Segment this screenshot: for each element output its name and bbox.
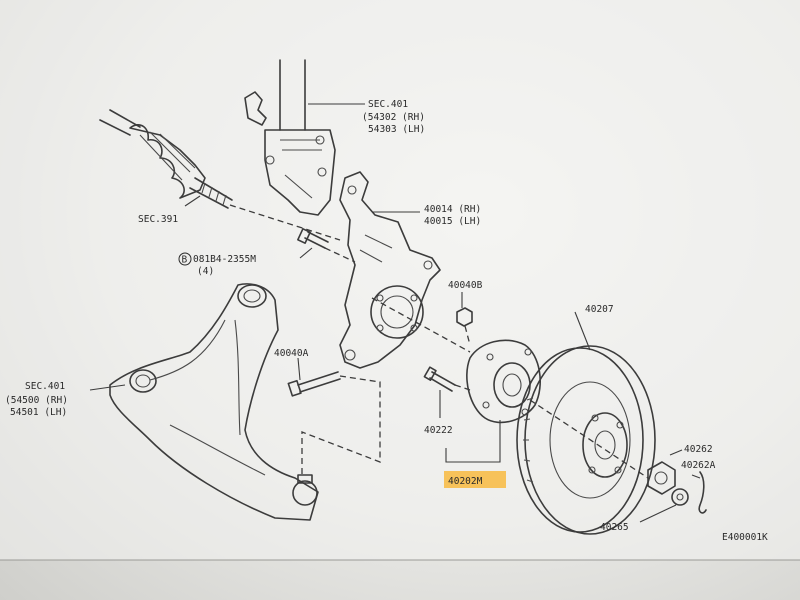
- label-40262a: 40262A: [681, 460, 716, 471]
- label-40015: 40015 (LH): [424, 216, 481, 227]
- paper-sheet: [0, 0, 800, 560]
- nut-40040b: [456, 307, 473, 327]
- label-40040b: 40040B: [448, 280, 483, 291]
- label-40014: 40014 (RH): [424, 204, 481, 215]
- part-highlight-40202m: [444, 471, 506, 488]
- figure-code: E400001K: [722, 532, 768, 543]
- label-sec391: SEC.391: [138, 214, 178, 225]
- label-54501: 54501 (LH): [10, 407, 67, 418]
- label-40040a: 40040A: [274, 348, 309, 359]
- label-bolt-qty: (4): [197, 266, 214, 277]
- label-54500: (54500 (RH): [5, 395, 68, 406]
- label-40262: 40262: [684, 444, 713, 455]
- label-40202m: 40202M: [448, 476, 483, 487]
- label-bolt-ref: 081B4-2355M: [193, 254, 256, 265]
- brake-disc-rotor: [516, 345, 656, 535]
- cotter-pin-40262a: [698, 471, 707, 514]
- label-40207: 40207: [585, 304, 614, 315]
- bolt-symbol-b: B: [178, 252, 192, 266]
- drive-shaft: [99, 109, 233, 209]
- label-sec401-top: SEC.401: [368, 99, 408, 110]
- bolt-symbol-letter: B: [182, 255, 188, 266]
- label-sec401-left: SEC.401: [25, 381, 65, 392]
- assembly-dash-lines: [229, 204, 649, 479]
- bolt-40040a: [287, 371, 341, 397]
- label-40222: 40222: [424, 425, 453, 436]
- label-54303: 54303 (LH): [368, 124, 425, 135]
- washer-40265: [671, 488, 689, 506]
- label-40265: 40265: [600, 522, 629, 533]
- lower-control-arm: [109, 283, 319, 521]
- leader-lines: [89, 103, 701, 523]
- steering-knuckle: [339, 171, 441, 369]
- strut-assembly: [244, 59, 336, 216]
- bolt-081b4-2355m: [297, 228, 329, 249]
- hub-bolt-40222: [423, 366, 456, 392]
- axle-nut-40262: [647, 461, 676, 495]
- label-54302: (54302 (RH): [362, 112, 425, 123]
